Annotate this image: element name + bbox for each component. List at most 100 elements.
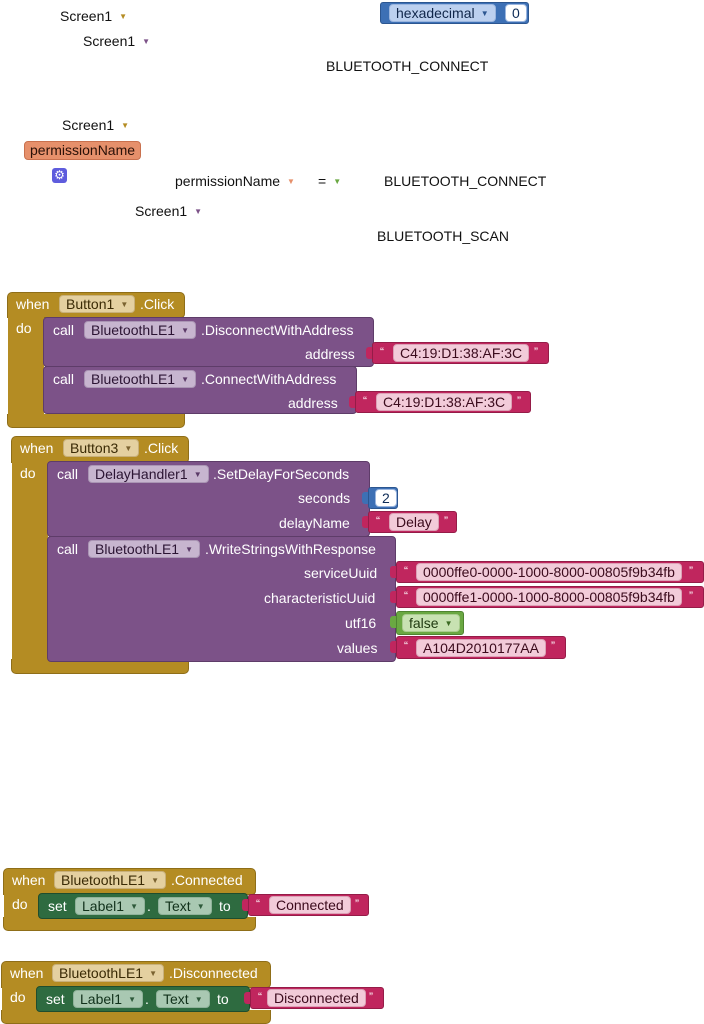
values-value-field[interactable]: A104D2010177AA bbox=[416, 639, 546, 657]
characteristic-uuid-value-field[interactable]: 0000ffe1-0000-1000-8000-00805f9b34fb bbox=[416, 588, 682, 606]
hex-value-field[interactable]: 0 bbox=[505, 4, 527, 22]
values-label: values bbox=[337, 640, 378, 656]
write-strings-with-response-call[interactable]: call BluetoothLE1▼ .WriteStringsWithResp… bbox=[47, 536, 396, 662]
screen1-label: Screen1 bbox=[135, 203, 188, 219]
component-label: BluetoothLE1 bbox=[91, 371, 176, 387]
property-label: Text bbox=[165, 898, 191, 914]
set-label-text-block[interactable]: set Label1▼ . Text▼ to bbox=[38, 893, 248, 919]
service-uuid-value-field[interactable]: 0000ffe0-0000-1000-8000-00805f9b34fb bbox=[416, 563, 682, 581]
permission-name-parameter[interactable]: permissionName bbox=[24, 141, 142, 160]
set-label-text-block[interactable]: set Label1▼ . Text▼ to bbox=[36, 986, 250, 1012]
chevron-down-icon: ▼ bbox=[119, 12, 128, 21]
set-delay-for-seconds-call[interactable]: call DelayHandler1▼ .SetDelayForSeconds … bbox=[47, 461, 370, 537]
seconds-number-block[interactable]: 2 bbox=[368, 487, 398, 509]
close-quote-icon: ” bbox=[369, 990, 373, 1004]
open-quote-icon: “ bbox=[256, 897, 260, 911]
hexadecimal-number-block[interactable]: hexadecimal▼ 0 bbox=[380, 2, 529, 24]
label1-component-dropdown[interactable]: Label1▼ bbox=[75, 897, 146, 915]
component-label: BluetoothLE1 bbox=[61, 872, 146, 888]
screen1-dropdown-a[interactable]: Screen1▼ bbox=[60, 8, 127, 24]
chevron-down-icon: ▼ bbox=[333, 177, 342, 186]
chevron-down-icon: ▼ bbox=[480, 9, 489, 18]
hexadecimal-dropdown[interactable]: hexadecimal▼ bbox=[389, 4, 496, 22]
call-label: call bbox=[57, 541, 79, 557]
button3-component-dropdown[interactable]: Button3▼ bbox=[63, 439, 140, 457]
screen1-dropdown-b[interactable]: Screen1▼ bbox=[83, 33, 150, 49]
close-quote-icon: ” bbox=[551, 639, 555, 653]
seconds-value-field[interactable]: 2 bbox=[375, 489, 397, 507]
param-label: address bbox=[288, 395, 338, 411]
close-quote-icon: ” bbox=[517, 394, 521, 408]
do-label: do bbox=[12, 896, 28, 912]
bluetoothle1-component-dropdown[interactable]: BluetoothLE1▼ bbox=[52, 964, 165, 982]
screen1-dropdown-c[interactable]: Screen1▼ bbox=[62, 117, 129, 133]
bluetoothle1-component-dropdown[interactable]: BluetoothLE1▼ bbox=[88, 540, 201, 558]
connector-nub bbox=[362, 516, 368, 528]
method-name: .DisconnectWithAddress bbox=[201, 322, 354, 338]
gear-icon[interactable]: ⚙ bbox=[52, 168, 67, 183]
close-quote-icon: ” bbox=[689, 589, 693, 603]
chevron-down-icon: ▼ bbox=[181, 375, 190, 384]
close-quote-icon: ” bbox=[444, 514, 448, 528]
connector-nub bbox=[244, 992, 250, 1004]
text-property-dropdown[interactable]: Text▼ bbox=[156, 990, 210, 1008]
chevron-down-icon: ▼ bbox=[124, 444, 133, 453]
address-value-field[interactable]: C4:19:D1:38:AF:3C bbox=[376, 393, 513, 411]
disconnected-value-field[interactable]: Disconnected bbox=[267, 989, 366, 1007]
text-property-dropdown[interactable]: Text ▼ bbox=[158, 897, 212, 915]
disconnect-with-address-call[interactable]: call BluetoothLE1▼ .DisconnectWithAddres… bbox=[43, 317, 374, 367]
connector-nub bbox=[390, 641, 396, 653]
close-quote-icon: ” bbox=[689, 564, 693, 578]
delay-name-text-block[interactable]: “ Delay ” bbox=[368, 511, 457, 533]
chevron-down-icon: ▼ bbox=[196, 902, 205, 911]
event-name: .Click bbox=[144, 440, 179, 456]
delay-name-value-field[interactable]: Delay bbox=[389, 513, 439, 531]
service-uuid-label: serviceUuid bbox=[304, 565, 378, 581]
button1-component-dropdown[interactable]: Button1▼ bbox=[59, 295, 136, 313]
connected-value-field[interactable]: Connected bbox=[269, 896, 351, 914]
do-label: do bbox=[16, 320, 32, 336]
chevron-down-icon: ▼ bbox=[194, 207, 203, 216]
delayhandler1-component-dropdown[interactable]: DelayHandler1▼ bbox=[88, 465, 209, 483]
characteristic-uuid-label: characteristicUuid bbox=[264, 590, 376, 606]
permission-name-getter[interactable]: permissionName▼ bbox=[175, 173, 295, 189]
open-quote-icon: “ bbox=[258, 990, 262, 1004]
screen1-dropdown-d[interactable]: Screen1 ▼ bbox=[135, 203, 202, 219]
disconnected-text-block[interactable]: “ Disconnected ” bbox=[250, 987, 384, 1009]
when-label: when bbox=[10, 965, 44, 981]
chevron-down-icon: ▼ bbox=[149, 969, 158, 978]
chevron-down-icon: ▼ bbox=[185, 545, 194, 554]
bluetoothle1-component-dropdown[interactable]: BluetoothLE1▼ bbox=[84, 321, 197, 339]
event-body bbox=[8, 316, 44, 416]
component-label: BluetoothLE1 bbox=[91, 322, 176, 338]
utf16-value-dropdown[interactable]: false▼ bbox=[402, 614, 460, 632]
connected-text-block[interactable]: “ Connected ” bbox=[248, 894, 369, 916]
call-label: call bbox=[57, 466, 79, 482]
set-label: set bbox=[48, 898, 67, 914]
service-uuid-text-block[interactable]: “ 0000ffe0-0000-1000-8000-00805f9b34fb ” bbox=[396, 561, 704, 583]
equals-operator-dropdown[interactable]: =▼ bbox=[318, 173, 341, 189]
close-quote-icon: ” bbox=[534, 345, 538, 359]
close-quote-icon: ” bbox=[355, 897, 359, 911]
event-footer bbox=[7, 414, 185, 428]
chevron-down-icon: ▼ bbox=[151, 876, 160, 885]
address-text-block[interactable]: “ C4:19:D1:38:AF:3C ” bbox=[355, 391, 531, 413]
address-text-block[interactable]: “ C4:19:D1:38:AF:3C ” bbox=[372, 342, 549, 364]
bluetoothle1-component-dropdown[interactable]: BluetoothLE1 ▼ bbox=[84, 370, 197, 388]
connector-nub bbox=[349, 396, 355, 408]
bluetoothle1-component-dropdown[interactable]: BluetoothLE1 ▼ bbox=[54, 871, 167, 889]
chevron-down-icon: ▼ bbox=[193, 470, 202, 479]
values-text-block[interactable]: “ A104D2010177AA ” bbox=[396, 636, 566, 659]
connect-with-address-call[interactable]: call BluetoothLE1▼ .ConnectWithAddress a… bbox=[43, 366, 357, 414]
characteristic-uuid-text-block[interactable]: “ 0000ffe1-0000-1000-8000-00805f9b34fb ” bbox=[396, 586, 704, 608]
address-value-field[interactable]: C4:19:D1:38:AF:3C bbox=[393, 344, 530, 362]
seconds-label: seconds bbox=[298, 490, 351, 506]
screen1-label: Screen1 bbox=[62, 117, 115, 133]
label1-component-dropdown[interactable]: Label1▼ bbox=[73, 990, 144, 1008]
chevron-down-icon: ▼ bbox=[142, 37, 151, 46]
component-label: Label1 bbox=[80, 991, 123, 1007]
chevron-down-icon: ▼ bbox=[130, 902, 139, 911]
utf16-boolean-block[interactable]: false▼ bbox=[396, 611, 464, 635]
open-quote-icon: “ bbox=[404, 589, 408, 603]
dot-label: . bbox=[145, 991, 149, 1007]
